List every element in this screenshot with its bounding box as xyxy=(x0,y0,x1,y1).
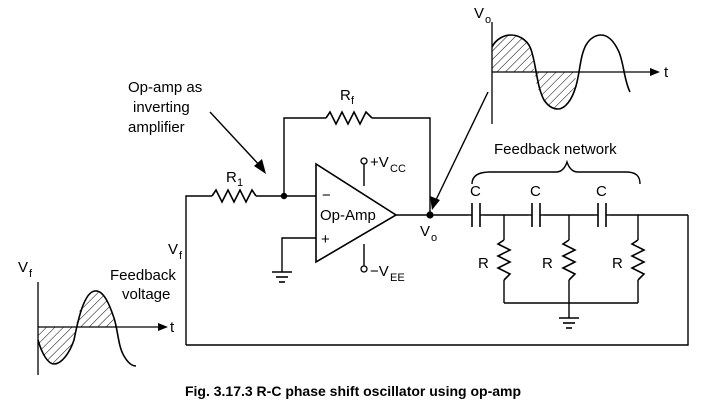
capacitor-2 xyxy=(528,203,544,227)
vo-graph-axis-label: V xyxy=(474,5,484,22)
vcc-label: +V xyxy=(370,154,389,171)
vcc-subscript: CC xyxy=(390,163,406,175)
feedback-network-label: Feedback network xyxy=(494,141,617,158)
opamp-title-line1: Op-amp as xyxy=(128,79,202,96)
vf-graph-time-label: t xyxy=(170,319,175,336)
shunt-resistor-1-label: R xyxy=(478,255,489,272)
ground-symbol-network xyxy=(559,317,579,329)
capacitor-1 xyxy=(468,203,484,227)
rf-label: R xyxy=(340,87,351,104)
vo-hatched-area xyxy=(492,35,534,72)
vf-waveform xyxy=(37,290,137,367)
rf-resistor xyxy=(325,110,373,126)
r1-label: R xyxy=(226,169,237,186)
op-amp-symbol xyxy=(315,162,398,264)
vo-node-subscript: o xyxy=(431,232,437,244)
vo-node-label: V xyxy=(420,223,430,240)
vf-graph-axis-subscript: f xyxy=(29,268,33,280)
vee-terminal xyxy=(360,265,368,273)
opamp-title-line2: inverting xyxy=(133,99,190,116)
vf-waveform-graph xyxy=(37,282,168,375)
vee-label: −V xyxy=(370,263,389,280)
opamp-title-line3: amplifier xyxy=(128,119,185,136)
junction-dot-output xyxy=(426,211,434,219)
shunt-resistor-3 xyxy=(630,239,646,281)
shunt-resistor-2 xyxy=(561,239,577,281)
circuit-wires xyxy=(185,117,689,346)
noninverting-input-sign: + xyxy=(321,231,330,248)
vcc-terminal xyxy=(360,157,368,165)
capacitor-3 xyxy=(594,203,610,227)
rf-subscript: f xyxy=(351,95,355,107)
vee-subscript: EE xyxy=(390,272,405,284)
junction-dot-input xyxy=(280,192,288,200)
r1-subscript: 1 xyxy=(237,177,243,189)
shunt-resistor-1 xyxy=(496,239,512,281)
vo-graph-time-label: t xyxy=(664,64,669,81)
vf-node-label: V xyxy=(168,241,178,258)
feedback-network-brace xyxy=(471,159,641,185)
vo-pointer-arrow xyxy=(430,91,489,210)
r1-resistor xyxy=(211,188,257,204)
feedback-voltage-line2: voltage xyxy=(122,286,170,303)
vo-graph-axis-subscript: o xyxy=(485,14,491,26)
shunt-resistor-2-label: R xyxy=(542,255,553,272)
shunt-resistor-3-label: R xyxy=(612,255,623,272)
vo-waveform xyxy=(491,34,631,110)
vf-graph-axis-label: V xyxy=(18,259,28,276)
opamp-pointer-arrow xyxy=(209,111,266,174)
ground-symbol-opamp xyxy=(272,271,292,283)
vf-hatched-area-negative xyxy=(38,327,76,364)
capacitor-3-label: C xyxy=(596,183,607,200)
vf-node-subscript: f xyxy=(179,250,183,262)
figure-caption: Fig. 3.17.3 R-C phase shift oscillator u… xyxy=(185,383,521,399)
inverting-input-sign: − xyxy=(322,187,331,204)
feedback-voltage-line1: Feedback xyxy=(110,267,176,284)
opamp-label: Op-Amp xyxy=(320,207,376,224)
capacitor-2-label: C xyxy=(530,183,541,200)
capacitor-1-label: C xyxy=(470,183,481,200)
vo-waveform-graph xyxy=(491,22,660,124)
